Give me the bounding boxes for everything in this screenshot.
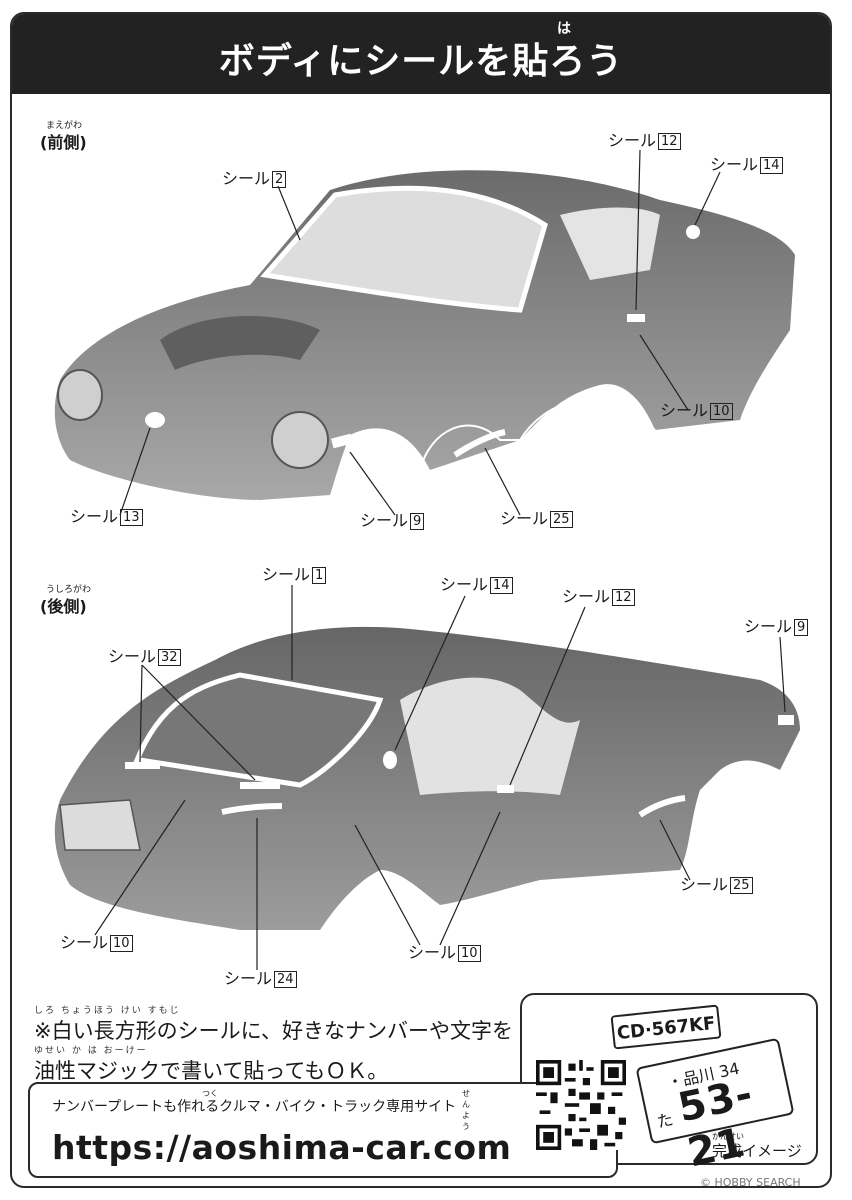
rear-view-ruby: うしろがわ [46, 585, 92, 595]
instruction-sheet: ボディにシールを貼ろう は [10, 12, 832, 1188]
rear-view-label: うしろがわ (後側) [40, 582, 91, 617]
rear-view-text: (後側) [40, 597, 87, 616]
site-description-text: ナンバープレートも作れるクルマ・バイク・トラック専用サイト [52, 1099, 457, 1115]
front-view-text: (前側) [40, 133, 87, 152]
car-illustrations [54, 149, 800, 970]
website-box: つく せんよう ナンバープレートも作れるクルマ・バイク・トラック専用サイト ht… [28, 1082, 618, 1178]
site-ruby-tsuku: つく [202, 1089, 218, 1098]
watermark: © HOBBY SEARCH [700, 1176, 801, 1189]
plate-caption-text: 完成イメージ [712, 1142, 802, 1160]
front-view-ruby: まえがわ [46, 121, 83, 131]
sticker-note: しろ ちょうほう けい すもじ ※白い長方形のシールに、好きなナンバーや文字を … [34, 1006, 513, 1086]
front-car-body [54, 170, 795, 500]
site-description: つく せんよう ナンバープレートも作れるクルマ・バイク・トラック専用サイト [52, 1089, 470, 1131]
qr-code-icon[interactable] [536, 1060, 626, 1150]
note-line-1: ※白い長方形のシールに、好きなナンバーや文字を [34, 1019, 513, 1043]
site-url-link[interactable]: https://aoshima-car.com [52, 1128, 512, 1167]
note-ruby-1: しろ ちょうほう けい すもじ [34, 1006, 181, 1016]
plate-kana: た [655, 1109, 675, 1132]
page-title: ボディにシールを貼ろう [12, 14, 830, 94]
site-ruby-senyou: せんよう [462, 1089, 470, 1131]
plate-caption: かんせい 完成イメージ [712, 1132, 802, 1161]
note-ruby-2: ゆせい か は おーけー [34, 1046, 148, 1056]
title-ruby: は [557, 21, 571, 37]
front-leader-lines [119, 149, 721, 516]
front-view-label: まえがわ (前側) [40, 118, 87, 153]
note-line-2: 油性マジックで書いて貼ってもＯＫ。 [34, 1059, 389, 1083]
rear-leader-lines [94, 585, 786, 970]
rear-car-body [54, 626, 800, 930]
plate-caption-ruby: かんせい [712, 1132, 744, 1141]
